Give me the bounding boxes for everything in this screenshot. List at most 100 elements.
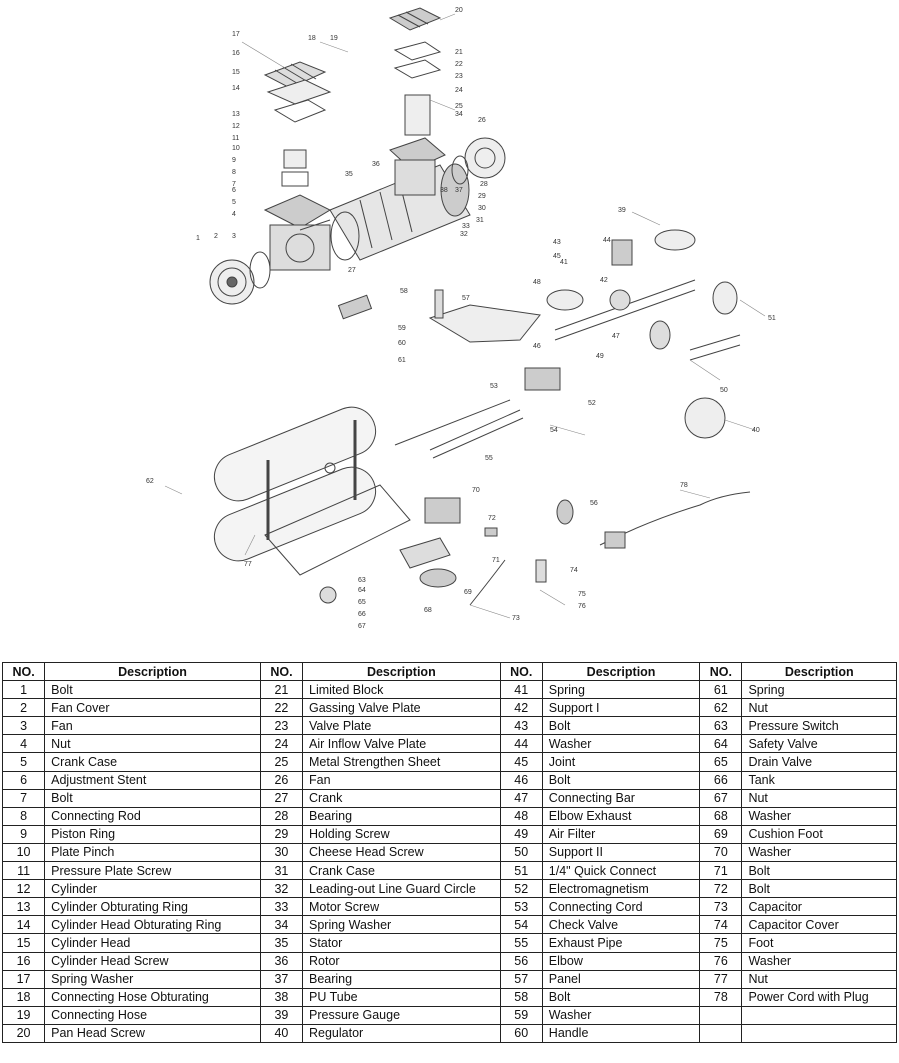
callout-label: 41 [560,259,568,266]
callout-label: 52 [588,400,596,407]
callout-label: 66 [358,611,366,618]
part-description-cell: Bolt [44,788,261,808]
part-description-cell: Connecting Rod [44,806,261,826]
part-description-cell: Valve Plate [302,716,501,736]
part-number-cell: 78 [699,987,743,1007]
part-number-cell: 76 [699,951,743,971]
part-number-cell: 46 [499,770,543,790]
part-description-cell: Bolt [541,987,701,1007]
callout-label: 77 [244,561,252,568]
part-description-cell: Stator [302,933,501,953]
part-description-cell: Connecting Hose Obturating [44,987,261,1007]
part-number-cell: 63 [699,716,743,736]
callout-label: 33 [462,223,470,230]
part-description-cell: Check Valve [541,915,701,935]
callout-label: 67 [358,623,366,630]
callout-label: 71 [492,557,500,564]
part-number-cell: 43 [499,716,543,736]
header-no: NO. [499,661,543,682]
part-description-cell: Elbow Exhaust [541,806,701,826]
part-number-cell: 37 [259,969,304,989]
part-number-cell: 51 [499,861,543,881]
part-number-cell: 5 [1,752,46,772]
callout-label: 28 [480,181,488,188]
callout-label: 60 [398,340,406,347]
part-number-cell: 71 [699,861,743,881]
part-description-cell: Pan Head Screw [44,1023,261,1043]
part-description-cell: Connecting Cord [541,897,701,917]
leader-lines [164,13,766,619]
part-number-cell: 56 [499,951,543,971]
callout-label: 2 [214,233,218,240]
part-number-cell: 40 [259,1023,304,1043]
part-number-cell: 67 [699,788,743,808]
callout-label: 40 [752,427,760,434]
part-number-cell: 31 [259,861,304,881]
part-description-cell [741,1005,897,1025]
part-description-cell: Power Cord with Plug [741,987,897,1007]
part-description-cell: Cylinder Head [44,933,261,953]
header-no: NO. [259,661,304,682]
part-description-cell: Fan [302,770,501,790]
part-description-cell: Panel [541,969,701,989]
part-number-cell: 1 [1,680,46,700]
callout-label: 70 [472,487,480,494]
part-description-cell: Rotor [302,951,501,971]
callout-label: 3 [232,233,236,240]
callout-label: 56 [590,500,598,507]
part-description-cell: Gassing Valve Plate [302,698,501,718]
part-description-cell: Cylinder [44,879,261,899]
callout-label: 76 [578,603,586,610]
part-number-cell: 32 [259,879,304,899]
part-number-cell: 45 [499,752,543,772]
part-description-cell: Limited Block [302,680,501,700]
part-number-cell: 69 [699,824,743,844]
parts-list-table: NO. Description NO. Description NO. Desc… [1,661,897,1043]
part-number-cell: 28 [259,806,304,826]
part-number-cell: 8 [1,806,46,826]
part-number-cell: 35 [259,933,304,953]
part-description-cell [741,1023,897,1043]
right-cylinder-head [388,7,446,196]
callout-label: 35 [345,171,353,178]
part-description-cell: 1/4" Quick Connect [541,861,701,881]
part-number-cell: 57 [499,969,543,989]
callout-label: 21 [455,49,463,56]
part-description-cell: Handle [541,1023,701,1043]
part-description-cell: Nut [741,698,897,718]
part-number-cell: 9 [1,824,46,844]
part-description-cell: Washer [741,951,897,971]
part-description-cell: Connecting Hose [44,1005,261,1025]
callout-label: 27 [348,267,356,274]
part-number-cell: 58 [499,987,543,1007]
callout-label: 34 [455,111,463,118]
part-number-cell: 68 [699,806,743,826]
callout-label: 13 [232,111,240,118]
exhaust-assembly [394,367,574,525]
part-description-cell: Electromagnetism [541,879,701,899]
part-number-cell: 64 [699,734,743,754]
callout-label: 31 [476,217,484,224]
part-number-cell: 61 [699,680,743,700]
part-description-cell: Nut [741,969,897,989]
callout-label: 4 [232,211,236,218]
part-description-cell: Cylinder Obturating Ring [44,897,261,917]
part-description-cell: Nut [44,734,261,754]
part-number-cell: 49 [499,824,543,844]
part-number-cell: 39 [259,1005,304,1025]
header-no: NO. [1,661,46,682]
part-description-cell: Plate Pinch [44,842,261,863]
callout-label: 11 [232,135,239,142]
part-description-cell: Nut [741,788,897,808]
callout-label: 74 [570,567,578,574]
part-description-cell: Drain Valve [741,752,897,772]
callout-label: 73 [512,615,520,622]
part-number-cell: 23 [259,716,304,736]
part-number-cell: 16 [1,951,46,971]
